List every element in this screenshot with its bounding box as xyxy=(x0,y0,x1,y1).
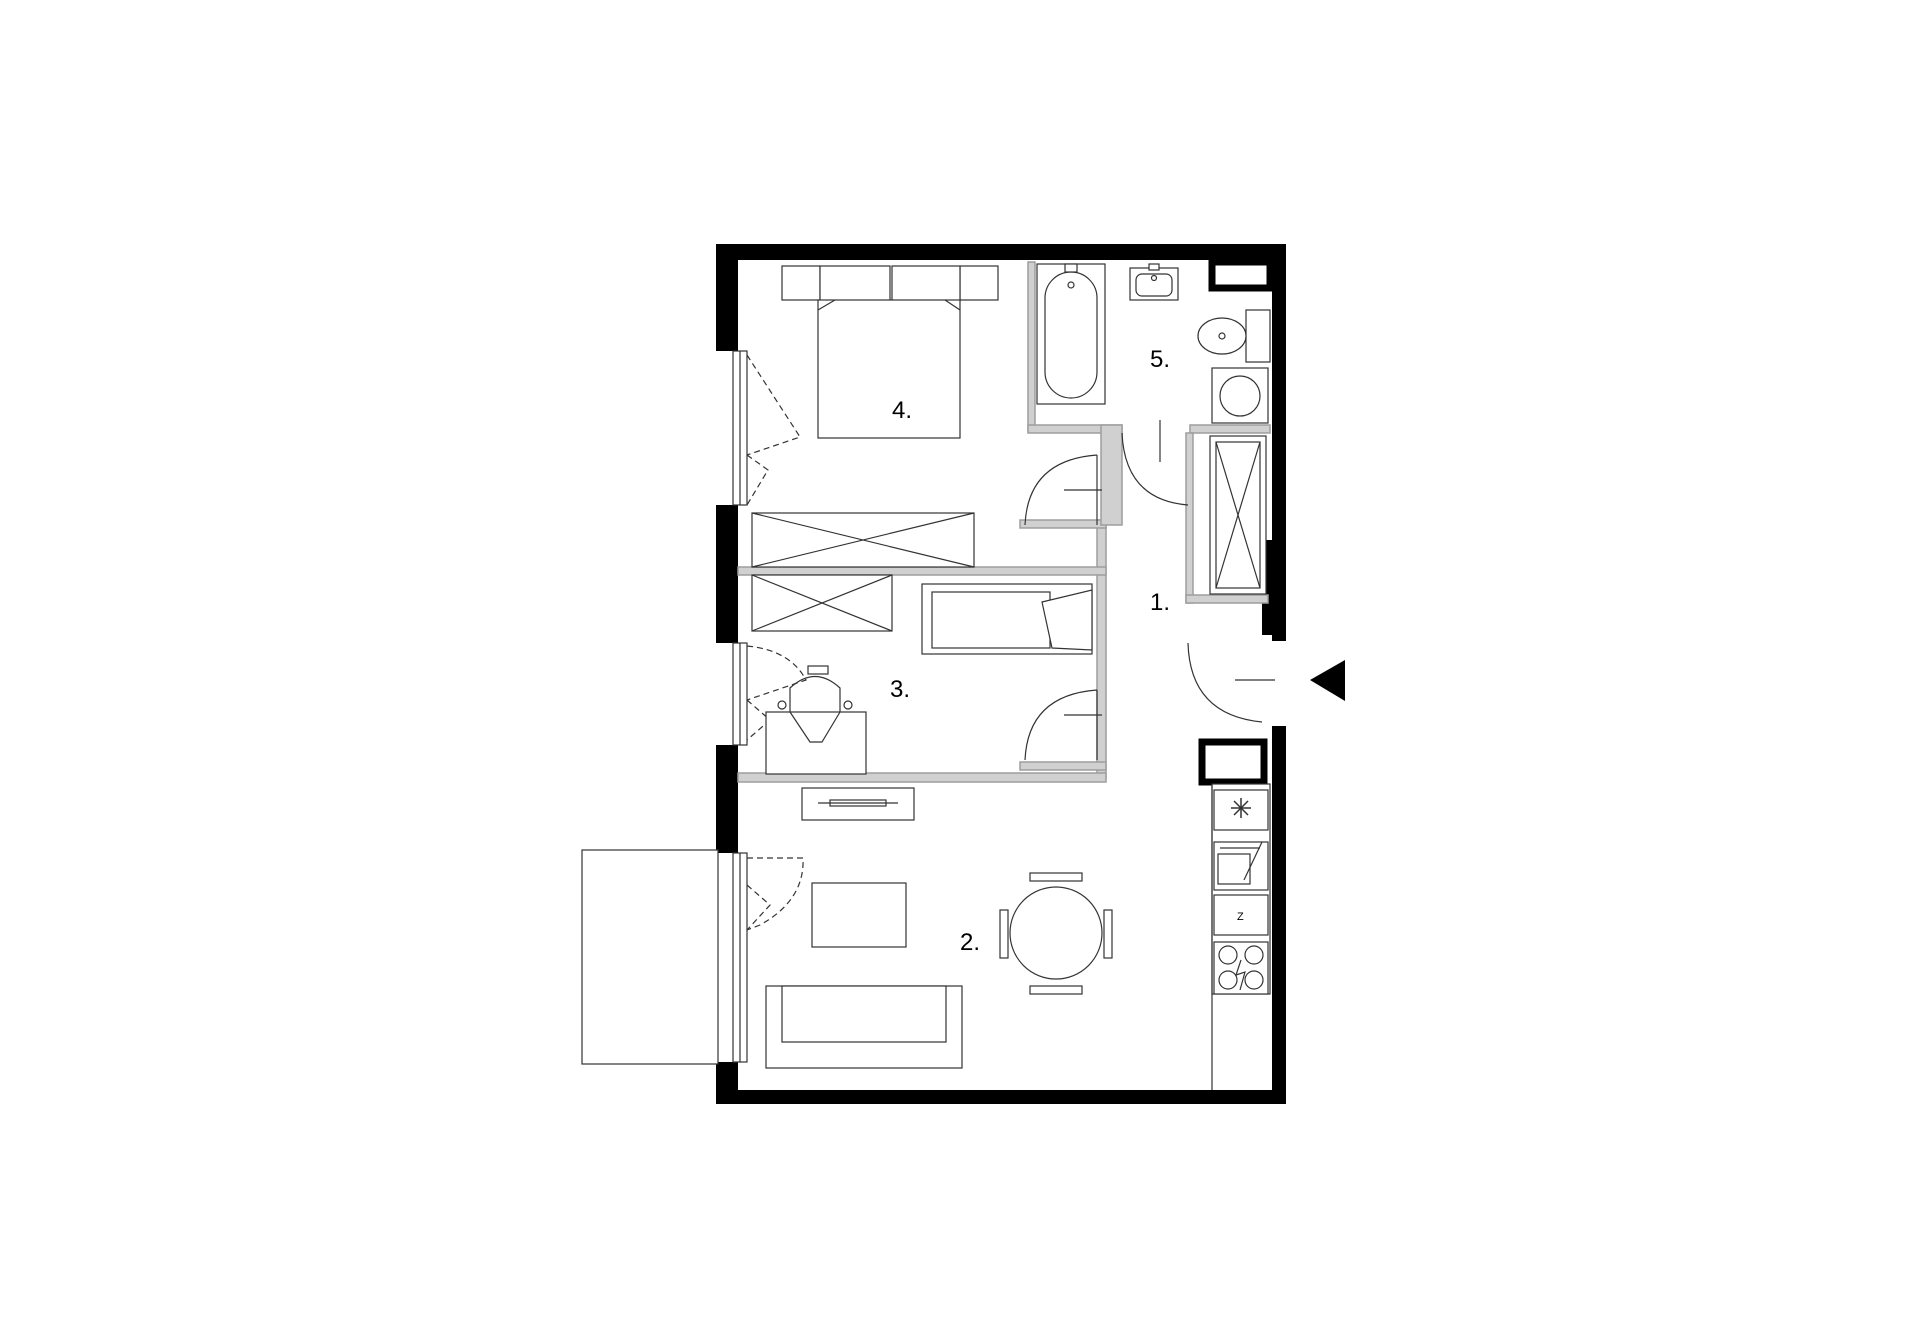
interior-partitions xyxy=(737,261,1271,783)
entrance-arrow-icon xyxy=(1310,660,1345,701)
tv-stand xyxy=(801,787,915,821)
wardrobe-room-4 xyxy=(751,512,975,568)
balcony xyxy=(581,849,719,1065)
washing-machine xyxy=(1211,367,1269,424)
room-label-2: 2. xyxy=(960,929,980,956)
windows xyxy=(732,350,748,1063)
bathtub xyxy=(1036,263,1106,405)
washbasin xyxy=(1129,263,1179,301)
doors xyxy=(1024,420,1275,761)
exterior-walls xyxy=(716,244,1286,1104)
room-label-4: 4. xyxy=(892,397,912,424)
kitchen-counter xyxy=(1211,783,1271,1090)
room-label-1: 1. xyxy=(1150,589,1170,616)
double-bed xyxy=(781,265,999,439)
wardrobe-room-3 xyxy=(751,574,893,632)
hall-wardrobe xyxy=(1209,435,1267,595)
room-label-5: 5. xyxy=(1150,346,1170,373)
snowflake-icon xyxy=(1231,798,1251,818)
window-swings xyxy=(746,354,807,931)
fridge-mark: Z xyxy=(1237,911,1244,923)
coffee-table xyxy=(811,882,907,948)
single-bed xyxy=(921,583,1093,655)
room-labels: 1. 2. 3. 4. 5. xyxy=(890,346,1170,956)
desk xyxy=(765,665,867,775)
furniture xyxy=(751,263,1271,1090)
installation-shafts xyxy=(1198,258,1274,786)
room-label-3: 3. xyxy=(890,676,910,703)
toilet xyxy=(1197,309,1271,363)
sofa xyxy=(765,985,963,1069)
dining-table xyxy=(999,872,1113,995)
